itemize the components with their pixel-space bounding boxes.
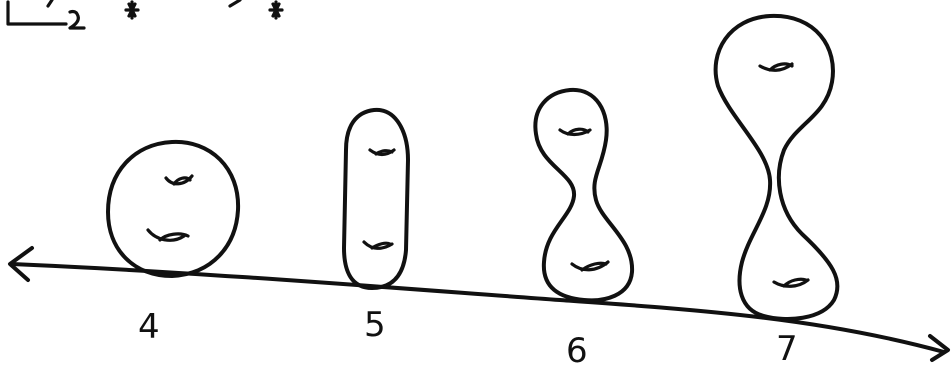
cropped-header-scribble	[8, 0, 282, 28]
surface-label: 5	[364, 305, 386, 345]
surface-label: 4	[138, 307, 160, 347]
surface-label: 6	[566, 331, 588, 366]
surface-label: 7	[776, 329, 798, 366]
surface-genus-4: 4	[108, 142, 238, 347]
surface-genus-6: 6	[535, 90, 632, 366]
surface-genus-5: 5	[344, 110, 408, 345]
